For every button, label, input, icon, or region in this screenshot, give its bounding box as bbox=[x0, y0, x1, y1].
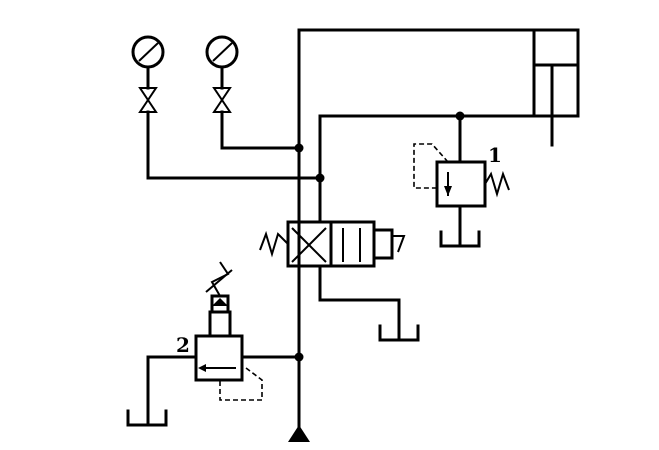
relief-valve-1: 1 bbox=[413, 114, 510, 248]
pressure-valve-label: 2 bbox=[176, 333, 190, 357]
hydraulic-cylinder bbox=[318, 28, 580, 147]
pressure-gauge-2 bbox=[205, 35, 301, 150]
relief-valve-label: 1 bbox=[488, 143, 502, 167]
directional-valve bbox=[259, 220, 420, 342]
pressure-gauge-1 bbox=[131, 35, 322, 180]
pump-symbol bbox=[288, 425, 310, 442]
pressure-valve-2: 2 bbox=[126, 261, 301, 427]
main-pressure-line bbox=[297, 28, 536, 430]
